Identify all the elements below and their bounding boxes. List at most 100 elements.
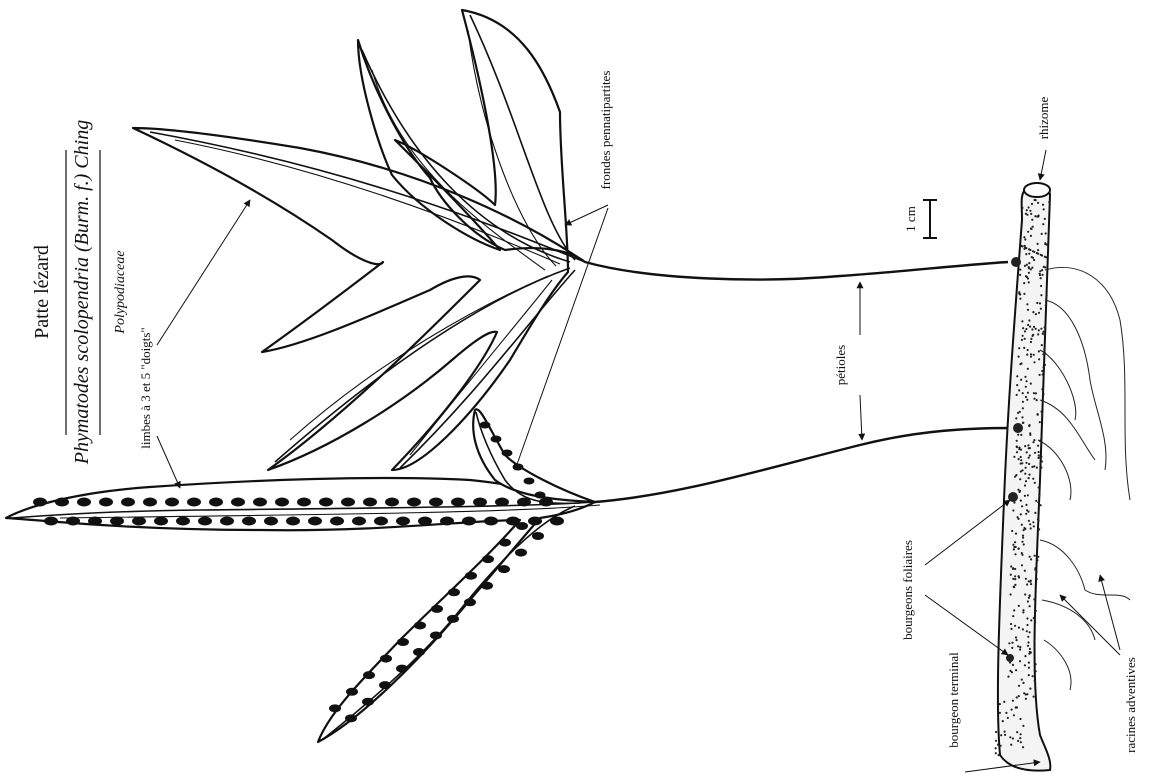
rhizome-speck [1024,338,1026,340]
rhizome-speck [1022,609,1024,611]
rhizome-speck [1022,327,1024,329]
rhizome-speck [1007,717,1009,719]
rhizome-speck [1029,210,1031,212]
fertile-frond [6,409,1012,742]
sorus [341,498,355,507]
rhizome-speck [1036,399,1038,401]
rhizome-speck [1030,383,1032,385]
sorus [481,582,493,590]
rhizome-speck [1016,446,1018,448]
rhizome-speck [1029,594,1031,596]
rhizome-speck [1045,304,1047,306]
rhizome-speck [1037,501,1039,503]
rhizome-speck [1039,273,1041,275]
rhizome-speck [999,712,1001,714]
sorus [329,704,341,712]
rhizome-speck [1018,458,1020,460]
rhizome-speck [1014,553,1016,555]
rhizome-speck [1031,219,1033,221]
rhizome-speck [1038,495,1040,497]
rhizome-speck [1037,243,1039,245]
rhizome-speck [1036,302,1038,304]
rhizome-speck [1033,640,1035,642]
rhizome-speck [1040,277,1042,279]
rhizome-speck [1018,293,1020,295]
rhizome-speck [1038,312,1040,314]
sorus [451,498,465,507]
rhizome-speck [1012,615,1014,617]
rhizome-speck [1022,725,1024,727]
rhizome-speck [1046,294,1048,296]
rhizome-speck [1027,600,1029,602]
rhizome-speck [1040,504,1042,506]
label-bourgeons-foliaires: bourgeons foliaires [900,540,915,640]
rhizome-speck [1017,434,1019,436]
rhizome-speck [1028,597,1030,599]
rhizome-speck [1047,249,1049,251]
adventitious-roots [1038,267,1130,690]
rhizome-speck [1038,215,1040,217]
rhizome-speck [1026,380,1028,382]
rhizome-speck [1037,253,1039,255]
sorus [264,517,278,526]
rhizome-speck [1020,459,1022,461]
label-racines: racines adventives [1123,657,1138,753]
sorus [198,517,212,526]
rhizome-speck [1034,452,1036,454]
rhizome-speck [1023,293,1025,295]
rhizome-speck [1032,478,1034,480]
rhizome-speck [1000,734,1002,736]
sorus [33,498,47,507]
rhizome-speck [1030,583,1032,585]
rhizome-speck [1033,354,1035,356]
rhizome-speck [1028,266,1030,268]
rhizome-speck [1030,227,1032,229]
rhizome-speck [1048,201,1050,203]
sorus [482,555,494,563]
rhizome-speck [1011,530,1013,532]
rhizome-speck [1039,270,1041,272]
rhizome-speck [1024,330,1026,332]
sorus [379,681,391,689]
rhizome-speck [1028,474,1030,476]
rhizome-speck [1040,328,1042,330]
rhizome-speck [998,754,1000,756]
rhizome-speck [1015,474,1017,476]
rhizome-speck [1012,700,1014,702]
sorus [407,498,421,507]
rhizome-speck [1028,674,1030,676]
rhizome-speck [1033,617,1035,619]
rhizome-speck [1034,215,1036,217]
rhizome-speck [1015,669,1017,671]
rhizome-speck [1009,736,1011,738]
title-block: Patte lézard Phymatodes scolopendria (Bu… [31,120,128,465]
sorus [220,517,234,526]
rhizome-speck [1027,324,1029,326]
rhizome-speck [995,747,997,749]
rhizome-speck [1012,544,1014,546]
rhizome-speck [1043,348,1045,350]
rhizome-speck [1010,744,1012,746]
rhizome-speck [1027,349,1029,351]
rhizome-speck [1036,467,1038,469]
rhizome-speck [1026,583,1028,585]
sorus [495,498,509,507]
rhizome-speck [1019,274,1021,276]
rhizome-speck [1019,478,1021,480]
rhizome-speck [1021,541,1023,543]
rhizome-speck [1016,696,1018,698]
rhizome-speck [1037,202,1039,204]
rhizome-speck [1027,444,1029,446]
rhizome-speck [1022,335,1024,337]
rhizome-speck [1045,256,1047,258]
rhizome-speck [1019,718,1021,720]
rhizome-speck [1043,208,1045,210]
sorus [447,615,459,623]
rhizome-speck [1038,454,1040,456]
rhizome-speck [1037,556,1039,558]
sorus [308,517,322,526]
rhizome-speck [1032,441,1034,443]
rhizome-speck [1025,467,1027,469]
rhizome-speck [1004,734,1006,736]
